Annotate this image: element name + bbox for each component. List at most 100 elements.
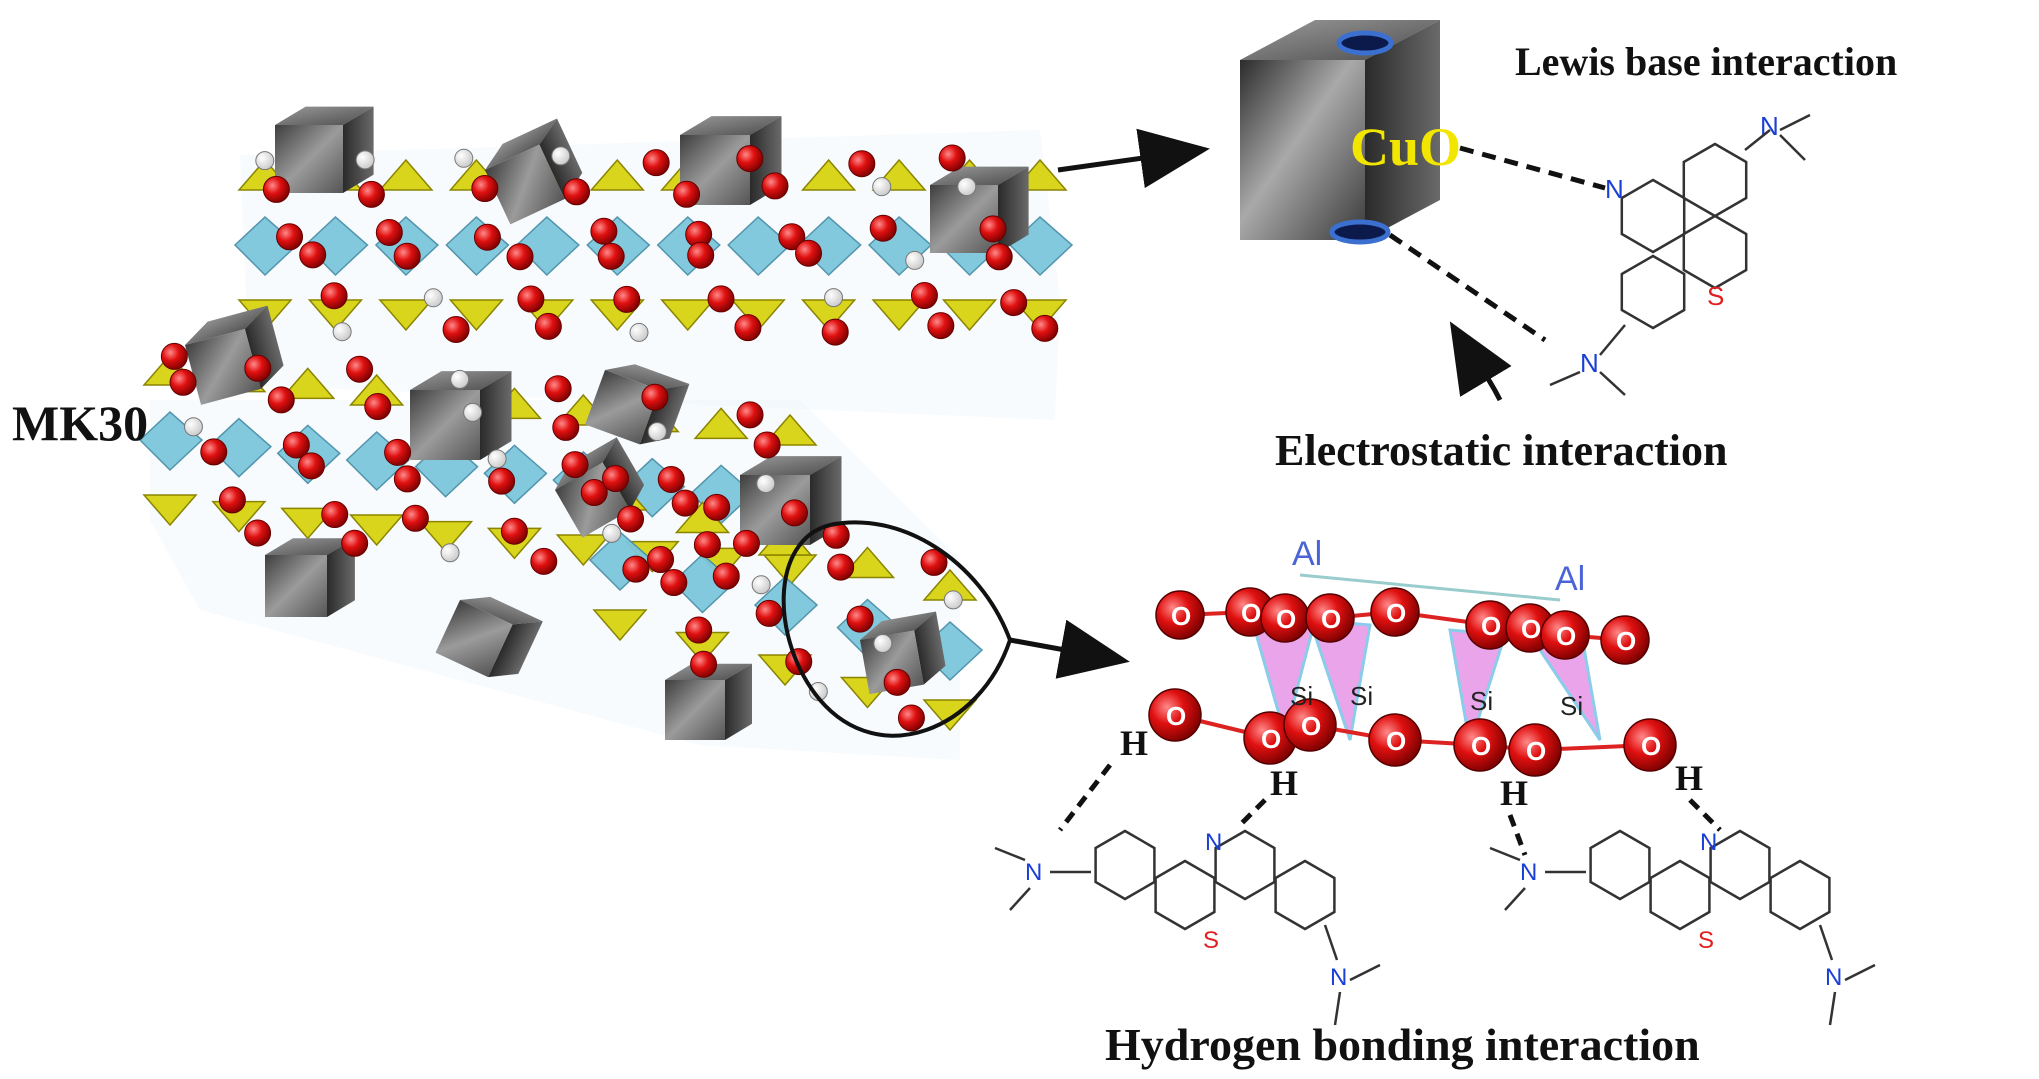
oxygen-atom xyxy=(200,438,228,466)
oxygen-atom xyxy=(673,180,701,208)
tetrahedron xyxy=(589,158,645,191)
bond xyxy=(1599,324,1626,356)
tetrahedron xyxy=(280,507,336,540)
bond xyxy=(1009,887,1031,911)
hydrogen-atom xyxy=(255,151,275,171)
cube xyxy=(410,371,512,460)
cube-side xyxy=(914,611,946,685)
oxygen-atom xyxy=(506,243,534,271)
hydrogen-atom xyxy=(905,250,925,270)
cube-side xyxy=(327,538,355,617)
atom-label: S xyxy=(1707,281,1724,311)
oxygen-atom xyxy=(561,451,589,479)
oxygen-atom xyxy=(736,401,764,429)
ring xyxy=(1682,142,1748,218)
oxygen-atom xyxy=(530,547,558,575)
hbond-dash-1 xyxy=(1058,763,1112,832)
oxygen-atom xyxy=(985,243,1013,271)
oxygen-atom xyxy=(169,368,197,396)
ring xyxy=(1274,859,1336,931)
oxygen-atom xyxy=(685,616,713,644)
oxygen-atom xyxy=(979,215,1007,243)
oxygen-atom xyxy=(357,180,385,208)
al-label-2: Al xyxy=(1555,560,1585,598)
h-atom-3: H xyxy=(1500,773,1528,813)
oxygen-label: O xyxy=(1386,726,1406,756)
bond xyxy=(1844,963,1876,982)
hydrogen-atom xyxy=(751,575,771,595)
oxygen-atom xyxy=(473,223,501,251)
hydrogen-atom xyxy=(463,402,483,422)
oxygen-atom xyxy=(687,241,715,269)
oxygen-atom xyxy=(622,555,650,583)
oxygen-label: O xyxy=(1526,736,1546,766)
bond xyxy=(1828,991,1837,1026)
tetrahedron xyxy=(417,520,474,553)
al-label-1: Al xyxy=(1292,535,1322,573)
hydrogen-atom xyxy=(943,590,963,610)
si-label: Si xyxy=(1350,681,1373,711)
mk30-clay-structure xyxy=(138,106,1074,760)
si-label: Si xyxy=(1560,691,1583,721)
cube-top xyxy=(860,611,936,640)
cube-side xyxy=(244,305,284,389)
oxygen-atom xyxy=(795,239,823,267)
oxygen-atom xyxy=(827,553,855,581)
oxygen-atom xyxy=(1540,610,1590,660)
si-tetrahedra xyxy=(1253,618,1602,746)
active-site-top xyxy=(1336,30,1394,56)
oxygen-atom xyxy=(780,499,808,527)
hydrogen-atom xyxy=(183,417,203,437)
lewis-label: Lewis base interaction xyxy=(1515,39,1897,84)
oxygen-atom xyxy=(401,504,429,532)
oxygen-atom xyxy=(761,172,789,200)
hydrogen-atom xyxy=(957,177,977,197)
oxygen-atom xyxy=(1508,723,1562,777)
bond xyxy=(1818,924,1834,961)
bond xyxy=(1333,991,1342,1026)
oxygen-atom xyxy=(690,650,718,678)
ring xyxy=(1682,214,1748,290)
oxygen-atom xyxy=(647,546,675,574)
cube-front xyxy=(185,328,261,405)
oxygen-atom xyxy=(712,562,740,590)
cube-top xyxy=(185,305,268,345)
oxygen-atom xyxy=(641,383,669,411)
oxygen-label: O xyxy=(1481,611,1501,641)
cube-top xyxy=(485,118,558,170)
oxygen-label: O xyxy=(1301,711,1321,741)
hydrogen-atom xyxy=(450,369,470,389)
oxygen-atom xyxy=(244,354,272,382)
hbond-dash-2 xyxy=(1238,798,1267,827)
cube xyxy=(435,596,543,678)
ring xyxy=(1094,829,1156,901)
oxygen-label: O xyxy=(1386,598,1406,628)
cube-top xyxy=(740,456,842,475)
oxygen-label: O xyxy=(1556,621,1576,651)
hydrogen-atom xyxy=(647,422,667,442)
atom-label: N xyxy=(1605,174,1624,204)
oxygen-atom xyxy=(244,519,272,547)
active-site-bottom xyxy=(1329,219,1391,245)
cube-top xyxy=(275,106,374,125)
cube-front xyxy=(485,144,565,225)
cube xyxy=(930,166,1029,253)
tetrahedron xyxy=(1012,299,1068,332)
oxygen-atom xyxy=(1031,314,1059,342)
oxygen-atom xyxy=(920,548,948,576)
ring xyxy=(1769,859,1831,931)
cuo-cube: CuO xyxy=(1240,20,1461,245)
tetrahedron xyxy=(378,158,434,191)
cube-top xyxy=(265,538,355,555)
cube xyxy=(275,106,374,193)
tetrahedron xyxy=(693,407,749,440)
oxygen-atom xyxy=(927,312,955,340)
atom-label: N xyxy=(1025,859,1042,886)
oxygen-atom xyxy=(442,315,470,343)
si-label: Si xyxy=(1470,686,1493,716)
